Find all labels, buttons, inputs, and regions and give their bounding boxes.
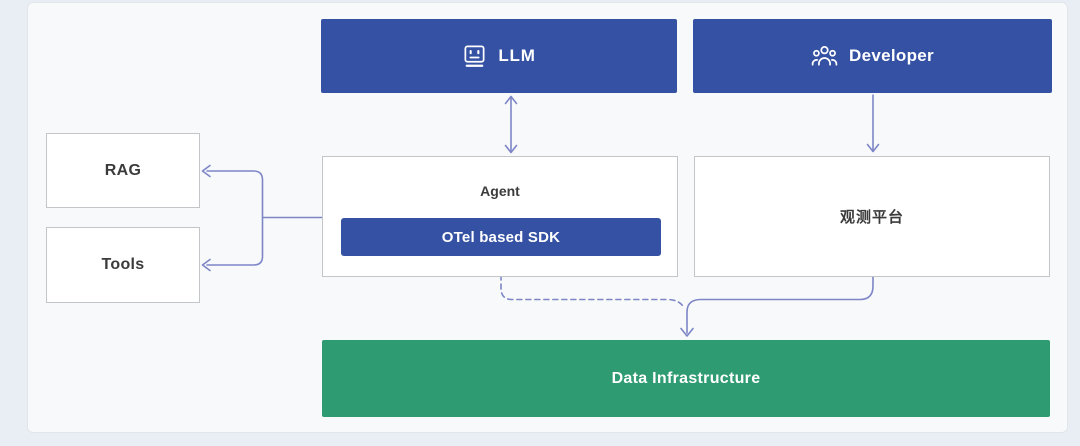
node-otel-sdk: OTel based SDK <box>341 218 661 256</box>
node-otel-sdk-label: OTel based SDK <box>441 228 561 246</box>
node-data-infrastructure-label: Data Infrastructure <box>611 369 761 387</box>
node-developer: Developer <box>693 19 1052 93</box>
node-agent: Agent <box>322 156 678 277</box>
node-llm: LLM <box>321 19 677 93</box>
node-llm-label: LLM <box>498 46 536 65</box>
node-observability-platform-label: 观测平台 <box>839 209 904 226</box>
node-agent-label: Agent <box>480 183 520 199</box>
node-tools: Tools <box>46 227 200 303</box>
robot-face-icon <box>462 44 487 69</box>
node-data-infrastructure: Data Infrastructure <box>322 340 1050 417</box>
node-tools-label: Tools <box>101 256 145 273</box>
node-observability-platform: 观测平台 <box>694 156 1050 277</box>
node-developer-label: Developer <box>849 46 934 65</box>
node-rag: RAG <box>46 133 200 208</box>
team-icon <box>811 44 838 68</box>
node-rag-label: RAG <box>104 161 142 179</box>
